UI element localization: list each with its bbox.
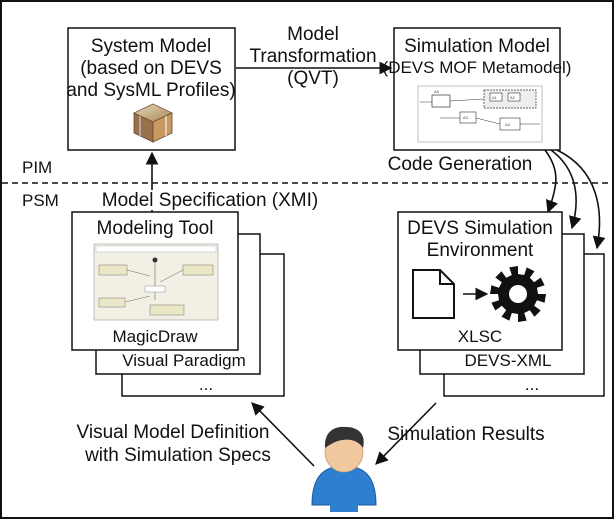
transformation-label-2: Transformation [249, 46, 376, 67]
pim-label: PIM [22, 158, 52, 177]
devs-env-more: ... [525, 375, 539, 394]
simulation-model-box: Simulation Model (DEVS MOF Metamodel) A5… [383, 27, 572, 151]
code-gen-arrow-2 [550, 149, 582, 230]
devs-model-thumbnail: A5 A1 A2 A3 A4 [417, 85, 543, 143]
system-model-subtitle-1: (based on DEVS [80, 58, 222, 79]
system-model-subtitle-2: and SysML Profiles) [66, 80, 235, 101]
modeling-tool-stack: ... Visual Paradigm Modeling Tool MagicD… [71, 211, 285, 397]
simulation-results-arrow [375, 402, 437, 465]
visual-model-definition-label-2: with Simulation Specs [84, 445, 271, 466]
devs-env-xlsc: XLSC [458, 327, 502, 346]
model-specification-bg [92, 190, 328, 210]
code-generation-label: Code Generation [388, 154, 533, 175]
user-icon [311, 426, 377, 512]
code-gen-arrow-3 [556, 149, 606, 250]
sim-diagram-label: A5 [434, 89, 440, 94]
modeling-tool-title: Modeling Tool [97, 218, 214, 239]
modeling-tool-visual-paradigm: Visual Paradigm [122, 351, 245, 370]
devs-env-title-1: DEVS Simulation [407, 218, 553, 239]
simulation-results-label: Simulation Results [387, 424, 544, 445]
devs-env-devs-xml: DEVS-XML [465, 351, 552, 370]
simulation-model-subtitle: (DEVS MOF Metamodel) [383, 58, 572, 77]
visual-model-definition-arrow [251, 402, 315, 467]
sim-diagram-label: A2 [510, 95, 516, 100]
devs-env-title-2: Environment [427, 240, 534, 261]
simulation-model-title: Simulation Model [404, 36, 550, 57]
gear-icon [490, 266, 546, 322]
file-icon [412, 269, 455, 319]
system-model-box: System Model (based on DEVS and SysML Pr… [66, 27, 236, 151]
devs-environment-stack: ... DEVS-XML DEVS Simulation Environment… [397, 211, 605, 397]
sim-diagram-label: A4 [505, 122, 511, 127]
model-specification-label: Model Specification (XMI) [102, 190, 318, 211]
code-gen-arrow-1 [544, 149, 559, 214]
transformation-label-1: Model [287, 24, 339, 45]
modeling-tool-more: ... [199, 375, 213, 394]
cube-icon [127, 103, 179, 144]
system-model-title: System Model [91, 36, 211, 57]
gear-hole [509, 285, 527, 303]
transformation-label-3: (QVT) [287, 68, 339, 89]
sim-diagram-label: A1 [492, 95, 498, 100]
visual-model-definition-label-1: Visual Model Definition [77, 422, 270, 443]
uml-diagram-thumbnail [93, 243, 219, 321]
psm-label: PSM [22, 191, 59, 210]
sim-diagram-label: A3 [463, 115, 469, 120]
modeling-tool-magicdraw: MagicDraw [112, 327, 198, 346]
